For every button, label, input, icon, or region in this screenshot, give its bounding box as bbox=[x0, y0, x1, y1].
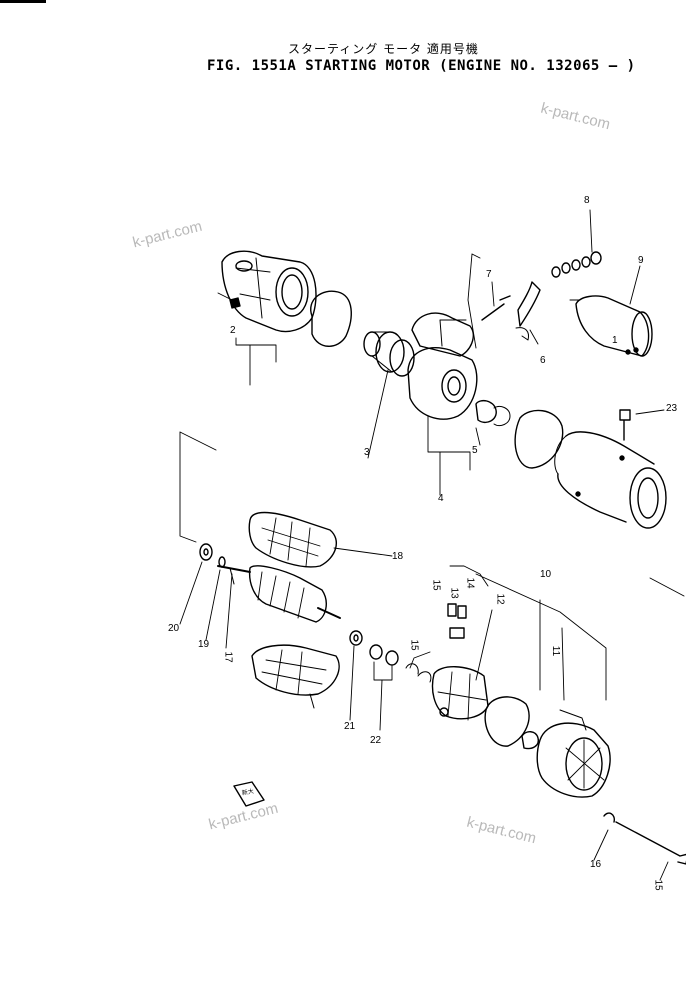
callout-15: 15 bbox=[430, 579, 442, 591]
brush-set bbox=[448, 604, 466, 638]
bushing bbox=[476, 401, 496, 423]
callout-17: 16 bbox=[590, 859, 602, 870]
pinion-clutch-part bbox=[364, 332, 414, 376]
callout-13: 13 bbox=[448, 587, 460, 599]
group-bracket bbox=[450, 566, 606, 700]
thrust-washer bbox=[370, 645, 382, 659]
shift-lever bbox=[516, 328, 529, 340]
bushing bbox=[494, 406, 510, 425]
bushing bbox=[522, 732, 538, 749]
callout-20: 19 bbox=[198, 639, 210, 650]
figure-title: FIG. 1551A STARTING MOTOR (ENGINE NO. 13… bbox=[207, 58, 636, 74]
callout-line bbox=[594, 830, 608, 860]
group-bracket bbox=[410, 652, 430, 668]
gasket-ring bbox=[515, 410, 563, 468]
callout-6: 6 bbox=[540, 355, 546, 366]
group-bracket bbox=[374, 662, 392, 730]
callout-line bbox=[660, 862, 668, 880]
figure-title-japanese: スターティング モータ 適用号機 bbox=[288, 42, 479, 56]
callout-line bbox=[530, 330, 538, 344]
group-bracket bbox=[650, 578, 684, 596]
callout-line bbox=[180, 562, 202, 624]
nameplate-tag bbox=[234, 782, 264, 806]
callout-line bbox=[226, 574, 232, 648]
callout-line bbox=[636, 410, 664, 414]
group-bracket bbox=[468, 254, 480, 348]
callout-3: 3 bbox=[364, 447, 370, 458]
callout-5: 5 bbox=[472, 445, 478, 456]
callout-18: 17 bbox=[222, 651, 234, 663]
callout-line bbox=[476, 428, 480, 445]
brush-holder-plate bbox=[249, 513, 336, 567]
thrust-washer bbox=[204, 549, 208, 555]
rear-cover-part bbox=[537, 710, 610, 797]
callout-19: 18 bbox=[392, 551, 404, 562]
yoke-part bbox=[555, 432, 666, 528]
callout-23: 22 bbox=[370, 735, 382, 746]
washer-set bbox=[552, 252, 601, 277]
thrust-washer bbox=[219, 557, 225, 567]
gasket-ring bbox=[311, 291, 352, 346]
callout-7: 7 bbox=[486, 269, 492, 280]
corner-rule bbox=[0, 0, 46, 3]
callout-11: 11 bbox=[550, 645, 562, 657]
callout-10: 10 bbox=[540, 569, 552, 580]
callout-line bbox=[334, 548, 392, 556]
callout-line bbox=[368, 370, 388, 458]
thrust-washer bbox=[386, 651, 398, 665]
thrust-washer bbox=[350, 631, 362, 645]
gasket-ring bbox=[485, 697, 529, 746]
brush-holder-assembly bbox=[433, 667, 489, 720]
callout-1: 1 bbox=[612, 335, 618, 346]
drive-housing-part bbox=[222, 251, 316, 331]
group-bracket bbox=[180, 432, 216, 542]
callout-14: 14 bbox=[464, 577, 476, 589]
callout-24: 23 bbox=[666, 403, 678, 414]
brush-holder-plate bbox=[252, 645, 339, 708]
group-bracket bbox=[236, 338, 276, 385]
shift-lever bbox=[518, 282, 540, 326]
callout-9: 9 bbox=[638, 255, 644, 266]
callout-line bbox=[218, 293, 232, 300]
callout-line bbox=[492, 282, 494, 306]
callout-8: 8 bbox=[584, 195, 590, 206]
callout-12: 12 bbox=[494, 593, 506, 605]
callout-21: 20 bbox=[168, 623, 180, 634]
armature-part bbox=[218, 566, 340, 622]
callout-line bbox=[206, 570, 220, 640]
thrust-washer bbox=[354, 635, 358, 641]
callout-line bbox=[630, 266, 640, 304]
stud-bolt bbox=[482, 296, 510, 320]
callout-15-lower: 15 bbox=[408, 639, 420, 651]
callout-line bbox=[476, 610, 492, 680]
callout-16: 15 bbox=[652, 879, 664, 891]
callout-line bbox=[350, 646, 354, 720]
callout-line bbox=[590, 210, 592, 252]
callout-2: 2 bbox=[230, 325, 236, 336]
screw bbox=[620, 410, 630, 440]
callout-22: 21 bbox=[344, 721, 356, 732]
brush-spring bbox=[406, 664, 431, 682]
callout-4: 4 bbox=[438, 493, 444, 504]
lever-housing-part bbox=[408, 313, 477, 419]
group-bracket bbox=[428, 416, 470, 495]
solenoid-switch-part bbox=[570, 296, 652, 356]
through-bolt bbox=[604, 813, 686, 864]
thrust-washer bbox=[200, 544, 212, 560]
